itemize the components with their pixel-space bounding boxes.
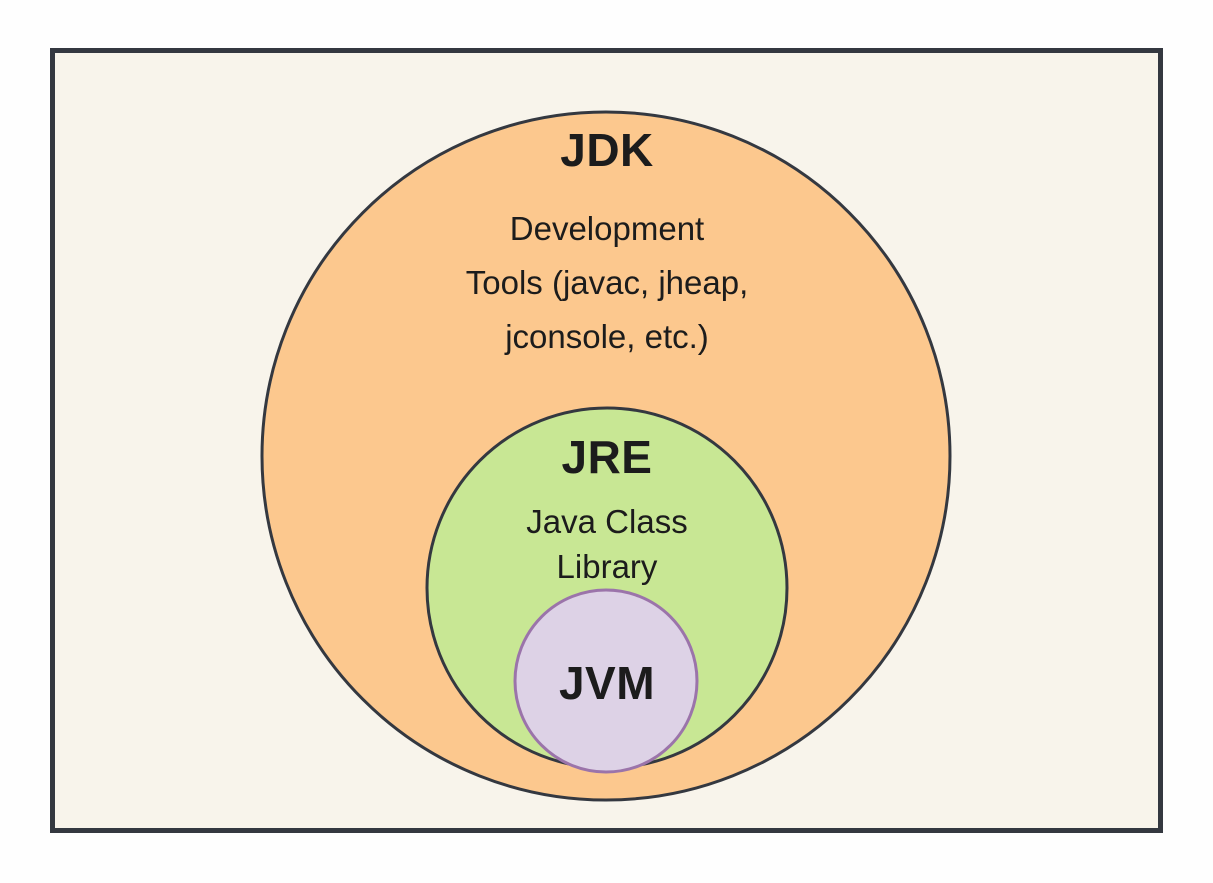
jvm-label: JVM xyxy=(558,657,656,709)
jre-description-line-2: Library xyxy=(556,548,658,585)
jdk-description: Development Tools (javac, jheap, jconsol… xyxy=(466,202,748,364)
jdk-description-line-1: Development xyxy=(509,210,705,247)
jre-label: JRE xyxy=(561,431,653,483)
jre-description: Java Class Library xyxy=(526,499,687,589)
jdk-description-line-3: jconsole, etc.) xyxy=(505,318,709,355)
jre-description-line-1: Java Class xyxy=(526,503,688,540)
jdk-description-line-2: Tools (javac, jheap, xyxy=(465,264,749,301)
jvm-circle xyxy=(513,588,699,774)
jdk-label: JDK xyxy=(560,124,654,176)
